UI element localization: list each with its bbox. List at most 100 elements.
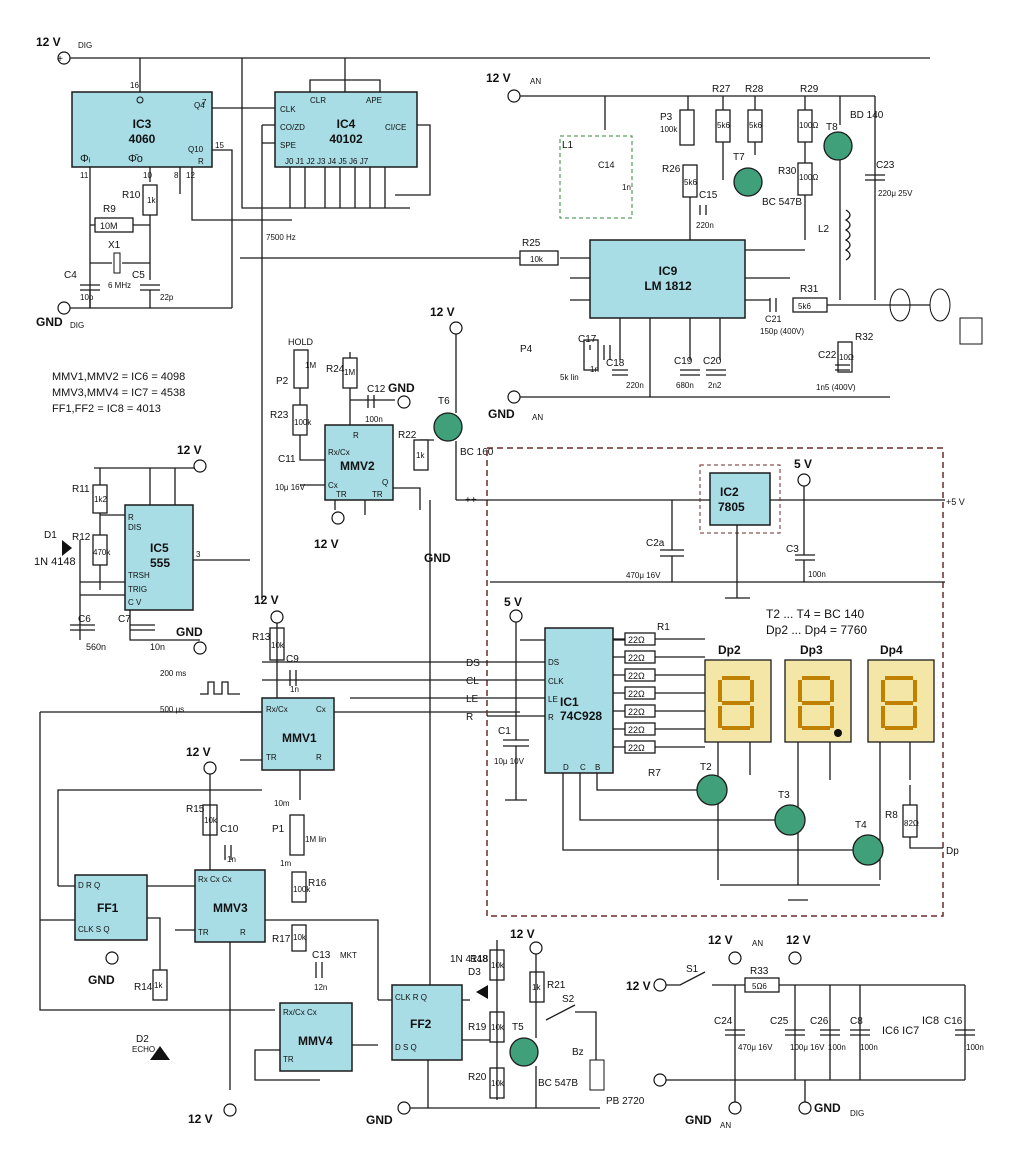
svg-text:5k lin: 5k lin: [560, 373, 579, 382]
svg-text:220μ 25V: 220μ 25V: [878, 189, 913, 198]
svg-text:C18: C18: [606, 358, 625, 369]
svg-text:X1: X1: [108, 240, 121, 251]
svg-text:C5: C5: [132, 270, 145, 281]
svg-text:CLK S Q: CLK S Q: [78, 925, 110, 934]
svg-text:R: R: [128, 513, 134, 522]
ic4-name: IC4: [337, 117, 356, 131]
svg-text:1k2: 1k2: [94, 495, 107, 504]
svg-text:1k: 1k: [532, 983, 541, 992]
svg-text:C: C: [580, 763, 586, 772]
svg-text:D S Q: D S Q: [395, 1043, 417, 1052]
svg-text:12 V: 12 V: [510, 927, 535, 941]
svg-text:1M: 1M: [305, 361, 316, 370]
svg-text:PB 2720: PB 2720: [606, 1096, 645, 1107]
svg-text:12 V: 12 V: [626, 979, 651, 993]
ic1-bus-labels: DS CL LE R: [466, 658, 480, 723]
svg-text:+: +: [57, 54, 63, 65]
svg-text:TRIG: TRIG: [128, 585, 147, 594]
svg-text:D R Q: D R Q: [78, 881, 100, 890]
svg-text:Cx: Cx: [316, 705, 326, 714]
svg-text:DS: DS: [548, 658, 559, 667]
ic3-block: IC3 4060 Φᵢ Φ̄o 16 Q4 Q10 R 7 15 11 10 8…: [71, 81, 224, 180]
svg-text:CI/CE: CI/CE: [385, 123, 406, 132]
svg-text:10k: 10k: [204, 816, 218, 825]
svg-text:GND: GND: [814, 1101, 841, 1115]
svg-text:C1: C1: [498, 726, 511, 737]
svg-text:T6: T6: [438, 396, 450, 407]
svg-text:100k: 100k: [294, 418, 312, 427]
svg-text:22p: 22p: [160, 293, 174, 302]
svg-text:C12: C12: [367, 384, 386, 395]
svg-text:P4: P4: [520, 344, 533, 355]
svg-text:R27: R27: [712, 84, 731, 95]
svg-text:CLK R Q: CLK R Q: [395, 993, 427, 1002]
svg-text:C19: C19: [674, 356, 693, 367]
svg-text:LE: LE: [548, 695, 558, 704]
svg-text:IC1: IC1: [560, 695, 579, 709]
svg-text:R15: R15: [186, 804, 205, 815]
svg-text:12n: 12n: [314, 983, 327, 992]
svg-text:C8: C8: [850, 1016, 863, 1027]
svg-text:Rx/Cx: Rx/Cx: [266, 705, 288, 714]
svg-text:J0 J1 J2 J3 J4 J5 J6 J7: J0 J1 J2 J3 J4 J5 J6 J7: [285, 157, 369, 166]
svg-text:5k6: 5k6: [798, 302, 811, 311]
c4: C4 10p: [64, 270, 100, 302]
ic3-phi-out: Φ̄o: [128, 153, 143, 165]
svg-text:C16: C16: [944, 1016, 963, 1027]
svg-text:22Ω: 22Ω: [628, 635, 645, 645]
svg-text:IC5: IC5: [150, 541, 169, 555]
svg-text:TRSH: TRSH: [128, 571, 150, 580]
svg-text:C2a: C2a: [646, 538, 665, 549]
ic5-block: IC5 555 R DIS TRSH TRIG C V 3: [124, 504, 201, 611]
svg-text:C20: C20: [703, 356, 722, 367]
svg-text:GND: GND: [424, 551, 451, 565]
svg-text:100n: 100n: [808, 570, 826, 579]
svg-text:R24: R24: [326, 364, 345, 375]
svg-text:P3: P3: [660, 112, 673, 123]
svg-text:R: R: [466, 712, 473, 723]
svg-text:T7: T7: [733, 152, 745, 163]
svg-text:C7: C7: [118, 614, 131, 625]
svg-text:82Ω: 82Ω: [904, 819, 919, 828]
svg-text:MMV3: MMV3: [213, 901, 248, 915]
svg-text:AN: AN: [752, 939, 763, 948]
svg-text:12 V: 12 V: [430, 305, 455, 319]
svg-text:R16: R16: [308, 878, 327, 889]
svg-text:1n: 1n: [227, 855, 236, 864]
t3-transistor: [774, 804, 806, 836]
svg-text:R22: R22: [398, 430, 417, 441]
svg-text:10m: 10m: [274, 799, 290, 808]
svg-text:7805: 7805: [718, 500, 745, 514]
svg-text:APE: APE: [366, 96, 382, 105]
svg-text:R32: R32: [855, 332, 874, 343]
svg-text:GND: GND: [685, 1113, 712, 1127]
svg-text:100Ω: 100Ω: [799, 121, 818, 130]
freq-label: 7500 Hz: [266, 233, 296, 242]
svg-text:C11: C11: [278, 454, 296, 465]
x1-crystal: X1 6 MHz: [90, 215, 151, 290]
svg-text:1k: 1k: [154, 981, 163, 990]
svg-text:680n: 680n: [676, 381, 694, 390]
svg-text:220n: 220n: [626, 381, 644, 390]
svg-text:1n: 1n: [290, 685, 299, 694]
svg-text:C9: C9: [286, 654, 299, 665]
svg-text:1n: 1n: [622, 183, 631, 192]
svg-text:TR: TR: [198, 928, 209, 937]
svg-text:100n: 100n: [966, 1043, 984, 1052]
svg-text:C24: C24: [714, 1016, 733, 1027]
svg-text:11: 11: [80, 171, 89, 180]
svg-text:1M: 1M: [344, 368, 355, 377]
svg-text:15: 15: [215, 141, 224, 150]
svg-text:100n: 100n: [828, 1043, 846, 1052]
svg-text:Rx/Cx Cx: Rx/Cx Cx: [283, 1008, 317, 1017]
svg-text:GND: GND: [36, 315, 63, 329]
svg-text:R14: R14: [134, 982, 153, 993]
svg-text:10k: 10k: [491, 961, 505, 970]
svg-text:Q: Q: [382, 478, 388, 487]
svg-text:10M: 10M: [100, 221, 118, 231]
svg-text:BC 160: BC 160: [460, 447, 494, 458]
svg-text:470μ 16V: 470μ 16V: [738, 1043, 773, 1052]
svg-text:7: 7: [202, 98, 207, 107]
svg-text:R28: R28: [745, 84, 764, 95]
svg-text:10n: 10n: [150, 642, 165, 652]
